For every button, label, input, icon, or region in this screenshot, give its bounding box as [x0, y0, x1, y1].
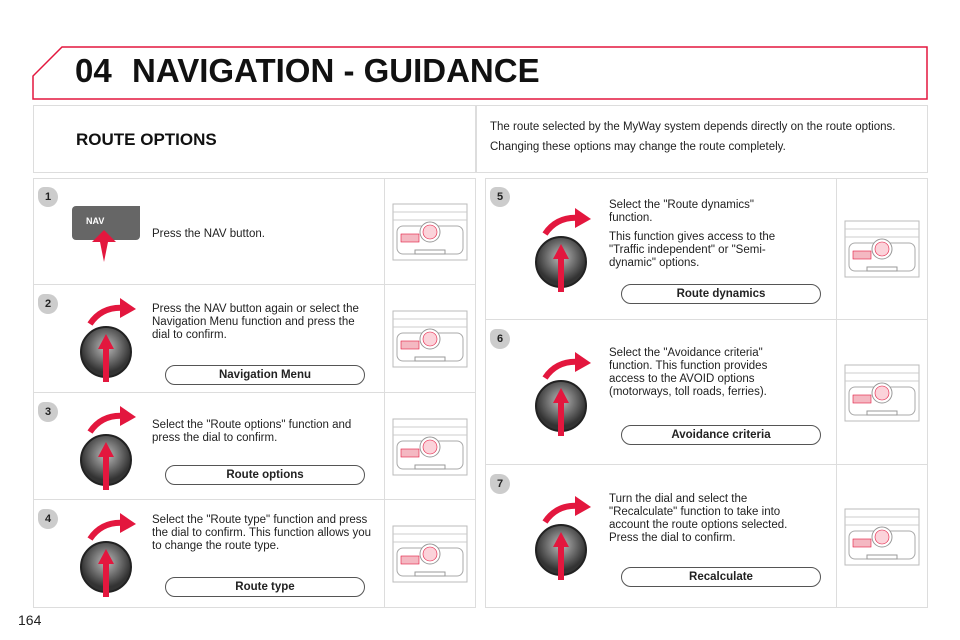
menu-item-label: Route dynamics [621, 284, 821, 304]
step-instructions: Select the "Route type" function and pre… [152, 514, 372, 559]
step-row [33, 178, 476, 285]
image-cell [384, 393, 476, 500]
radio-panel-illustration [392, 525, 468, 583]
step-number-badge: 3 [38, 402, 58, 422]
dial-press-icon [80, 405, 136, 490]
step-row [33, 393, 476, 500]
page-title: NAVIGATION - GUIDANCE [132, 52, 540, 89]
instruction-text: Select the "Route dynamics" function. [609, 199, 754, 224]
instruction-text: Select the "Route type" function and pre… [152, 514, 372, 552]
instruction-text: Turn the dial and select the "Recalculat… [609, 493, 788, 544]
step-number-badge: 2 [38, 294, 58, 314]
page-number: 164 [18, 612, 42, 628]
image-cell [384, 500, 476, 608]
radio-panel-illustration [392, 310, 468, 368]
instruction-text: Select the "Avoidance criteria" function… [609, 347, 768, 398]
image-cell [836, 178, 928, 320]
radio-panel-illustration [844, 220, 920, 278]
step-row [485, 465, 928, 608]
menu-item-label: Avoidance criteria [621, 425, 821, 445]
step-row [485, 320, 928, 465]
menu-item-label: Route type [165, 577, 365, 597]
step-row [485, 178, 928, 320]
image-cell [836, 465, 928, 608]
step-instructions: Press the NAV button again or select the… [152, 303, 372, 348]
step-instructions: Select the "Route options" function and … [152, 419, 372, 451]
step-row [33, 285, 476, 393]
press-arrow-icon [92, 230, 116, 262]
chapter-header [32, 46, 928, 100]
step-instructions: Select the "Avoidance criteria" function… [609, 347, 799, 405]
instruction-text: Select the "Route options" function and … [152, 419, 352, 444]
intro-line: Changing these options may change the ro… [490, 141, 786, 153]
dial-press-icon [535, 495, 591, 580]
intro-line: The route selected by the MyWay system d… [490, 121, 896, 133]
step-number-badge: 6 [490, 329, 510, 349]
radio-panel-illustration [392, 418, 468, 475]
step-number-badge: 4 [38, 509, 58, 529]
radio-panel-illustration [844, 508, 920, 565]
image-cell [384, 178, 476, 285]
section-title: ROUTE OPTIONS [76, 130, 217, 149]
instruction-text: Press the NAV button again or select the… [152, 303, 359, 341]
chapter-number: 04 [75, 52, 112, 89]
menu-item-label: Route options [165, 465, 365, 485]
step-instructions: Select the "Route dynamics" function. Thi… [609, 199, 799, 276]
step-number-badge: 1 [38, 187, 58, 207]
menu-item-label: Navigation Menu [165, 365, 365, 385]
step-instructions: Press the NAV button. [152, 228, 372, 247]
menu-item-label: Recalculate [621, 567, 821, 587]
radio-panel-illustration [392, 203, 468, 260]
step-instructions: Turn the dial and select the "Recalculat… [609, 493, 799, 551]
step-number-badge: 5 [490, 187, 510, 207]
dial-press-icon [535, 208, 591, 292]
step-row [33, 500, 476, 608]
dial-press-icon [80, 513, 136, 597]
intro-box [476, 105, 928, 173]
dial-press-icon [80, 298, 136, 382]
image-cell [384, 285, 476, 393]
image-cell [836, 320, 928, 465]
dial-press-icon [535, 351, 591, 436]
section-title-box [33, 105, 476, 173]
instruction-text: Press the NAV button. [152, 228, 265, 240]
radio-panel-illustration [844, 364, 920, 421]
nav-button-label: NAV [86, 216, 105, 226]
instruction-text: This function gives access to the "Traff… [609, 231, 776, 269]
step-number-badge: 7 [490, 474, 510, 494]
intro-text: The route selected by the MyWay system d… [490, 120, 910, 160]
